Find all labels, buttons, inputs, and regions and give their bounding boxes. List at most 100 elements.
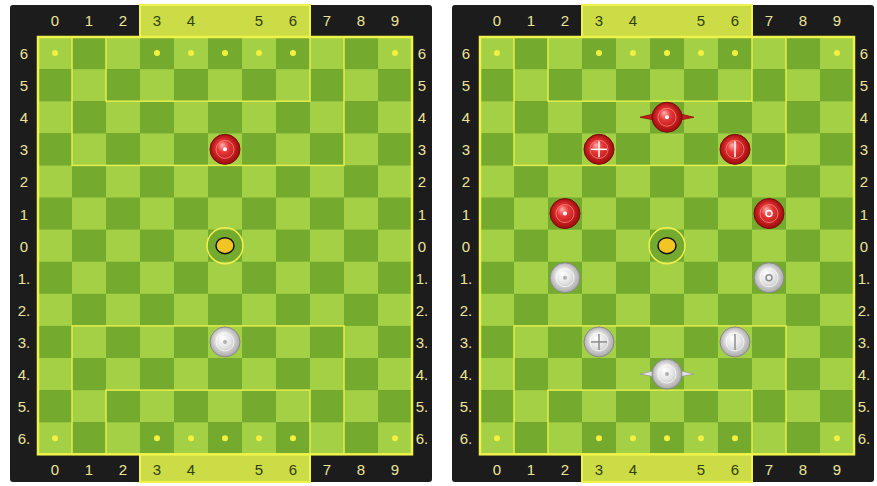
board-border: [38, 37, 412, 454]
board-cell: [616, 326, 651, 359]
goal-tab: [582, 5, 752, 37]
board-cell: [106, 69, 141, 102]
coordinate-label: 9: [833, 462, 841, 477]
board-cell: [684, 326, 719, 359]
board-cell: [140, 358, 175, 391]
board-cell: [650, 326, 685, 359]
board-cell: [276, 422, 311, 455]
board-cell: [480, 230, 515, 263]
board-cell: [378, 294, 413, 327]
coordinate-label: 8: [357, 13, 365, 28]
board-cell: [344, 294, 379, 327]
board-cell: [140, 390, 175, 423]
piece-rim: [658, 108, 676, 126]
spot-dot: [664, 50, 670, 56]
board-cell: [242, 133, 277, 166]
board-cell: [344, 230, 379, 263]
board-cell: [72, 326, 107, 359]
spot-dot: [392, 50, 398, 56]
coordinate-label: 3: [153, 462, 161, 477]
board-cell: [718, 358, 753, 391]
coordinate-label: 5.: [416, 399, 429, 414]
board-cell: [650, 101, 685, 134]
board-cell: [514, 390, 549, 423]
board-cell: [174, 37, 209, 70]
board-cell: [140, 422, 175, 455]
piece-mark: [223, 340, 227, 344]
coordinate-label: 2.: [416, 302, 429, 317]
board-cell: [242, 422, 277, 455]
coordinate-label: 1: [860, 206, 868, 221]
coordinate-label: 3: [860, 142, 868, 157]
board-cell: [38, 326, 73, 359]
board-cell: [174, 262, 209, 295]
piece-mark: [563, 212, 567, 216]
board-cell: [242, 37, 277, 70]
coordinate-label: 5: [418, 78, 426, 93]
board-cell: [718, 198, 753, 231]
coordinate-label: 0: [51, 462, 59, 477]
board-cell: [310, 37, 345, 70]
spot-dot: [834, 50, 840, 56]
board-cell: [242, 294, 277, 327]
board-cell: [718, 133, 753, 166]
red-piece: [640, 102, 694, 132]
board-cell: [106, 133, 141, 166]
board-cell: [480, 198, 515, 231]
spot-dot: [222, 435, 228, 441]
board-cell: [820, 326, 855, 359]
board-cell: [820, 101, 855, 134]
board-cell: [208, 230, 243, 263]
board-cell: [276, 262, 311, 295]
ball: [216, 238, 234, 254]
board-cell: [718, 422, 753, 455]
board-cell: [276, 37, 311, 70]
spot-dot: [188, 50, 194, 56]
board-cell: [174, 198, 209, 231]
zone-line: [72, 326, 344, 454]
board-cell: [242, 390, 277, 423]
coordinate-label: 4: [462, 110, 470, 125]
coordinate-label: 1: [527, 462, 535, 477]
spot-dot: [154, 435, 160, 441]
board-cell: [786, 262, 821, 295]
red-piece: [720, 134, 750, 164]
board-cell: [650, 37, 685, 70]
spot-dot: [596, 435, 602, 441]
board-cell: [38, 133, 73, 166]
board-cell: [752, 37, 787, 70]
coordinate-label: 2: [418, 174, 426, 189]
piece-body: [550, 263, 580, 293]
board-cell: [616, 69, 651, 102]
piece-body: [584, 327, 614, 357]
coordinate-label: 7: [765, 13, 773, 28]
coordinate-label: 3: [595, 13, 603, 28]
coordinate-label: 5.: [858, 399, 871, 414]
board-cell: [650, 165, 685, 198]
board-cell: [684, 133, 719, 166]
board-cell: [378, 358, 413, 391]
board-cell: [480, 165, 515, 198]
piece-rim: [216, 333, 234, 351]
board-cell: [310, 198, 345, 231]
coordinate-label: 1: [85, 462, 93, 477]
board-cell: [480, 422, 515, 455]
coordinate-label: 4: [187, 13, 195, 28]
coordinate-label: 2: [20, 174, 28, 189]
board-cell: [548, 326, 583, 359]
piece-rim: [658, 365, 676, 383]
coordinate-label: 6: [462, 46, 470, 61]
coordinate-label: 4: [418, 110, 426, 125]
board-border: [480, 37, 854, 454]
piece-body: [652, 102, 682, 132]
coordinate-label: 3: [462, 142, 470, 157]
piece-rim: [590, 140, 608, 158]
board-cell: [344, 326, 379, 359]
coordinate-label: 2: [119, 462, 127, 477]
coordinate-label: 6: [289, 13, 297, 28]
board-cell: [38, 358, 73, 391]
board-cell: [684, 165, 719, 198]
board-cell: [276, 326, 311, 359]
board-cell: [684, 262, 719, 295]
